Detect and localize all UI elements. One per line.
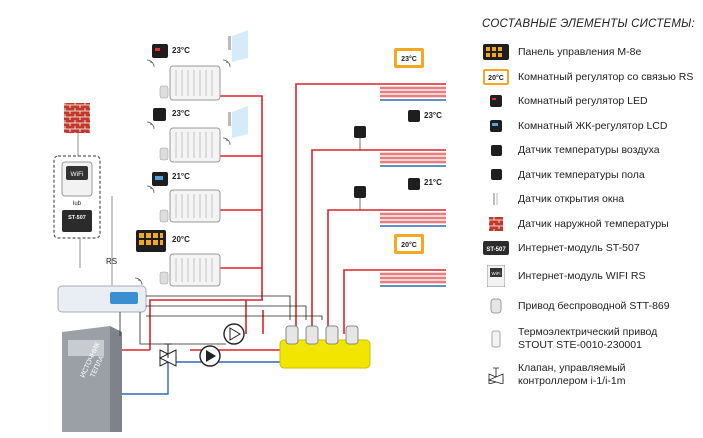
legend-label-multiline: Термоэлектрический привод STOUT STE-0010… — [518, 326, 657, 352]
floor-sensor-2 — [354, 186, 366, 198]
legend-label: Датчик температуры пола — [518, 168, 645, 181]
mixing-valve — [158, 343, 178, 367]
legend-item-window-sensor: Датчик открытия окна — [482, 187, 697, 212]
floor-heating-zone-3 — [380, 212, 446, 224]
floor-heating-zone-4 — [380, 272, 446, 284]
outdoor-temperature-sensor — [64, 103, 90, 133]
legend-label-multiline: Клапан, управляемый контроллером i-1/i-1… — [518, 362, 626, 388]
legend-label-line1: Термоэлектрический привод — [518, 325, 658, 338]
control-panel-icon — [482, 44, 510, 61]
legend-item-outdoor-sensor: Датчик наружной температуры — [482, 212, 697, 237]
outdoor-sensor-icon — [482, 216, 510, 231]
heat-source-boiler: ИСТОЧНИК ТЕПЛА — [62, 326, 122, 432]
legend-label: Интернет-модуль WIFI RS — [518, 270, 646, 282]
floor-4-temp: 20°C — [401, 241, 417, 249]
legend-item-st507: ST-507 Интернет-модуль ST-507 — [482, 236, 697, 261]
wifi-module-text: WiFi — [71, 171, 84, 178]
legend-label: Датчик температуры воздуха — [518, 144, 660, 157]
room-2-temp: 23°C — [172, 109, 190, 118]
legend-item-wireless-actuator: Привод беспроводной STT-869 — [482, 292, 697, 321]
legend-label-line2: STOUT STE-0010-230001 — [518, 338, 642, 351]
st507-module-icon: ST-507 — [482, 241, 510, 256]
legend-item-room-regulator-rs: 20°C Комнатный регулятор со связью RS — [482, 65, 697, 90]
radiator-4 — [169, 253, 221, 287]
legend-label: Комнатный ЖК-регулятор LCD — [518, 119, 668, 132]
heating-controller — [57, 285, 147, 313]
thermo-actuator-icon — [482, 330, 510, 348]
modules-or-label: lub — [73, 201, 82, 207]
legend-label: Привод беспроводной STT-869 — [518, 300, 670, 312]
floor-sensor-1 — [354, 126, 366, 138]
legend-label-line2: контроллером i-1/i-1m — [518, 374, 626, 387]
pump-1 — [223, 323, 245, 345]
legend-label: Комнатный регулятор со связью RS — [518, 70, 694, 83]
legend-label: Датчик наружной температуры — [518, 217, 669, 230]
wireless-signals — [134, 59, 231, 286]
legend-label: Датчик открытия окна — [518, 193, 625, 206]
rs-regulator-floor-2 — [394, 234, 424, 254]
room-1-temp: 23°C — [172, 46, 190, 55]
air-sensor-room-2 — [153, 108, 166, 121]
return-pipes — [122, 99, 446, 395]
rs-label: RS — [106, 257, 117, 266]
legend-item-floor-sensor: Датчик температуры пола — [482, 163, 697, 188]
legend-label: Комнатный регулятор LED — [518, 95, 648, 108]
svg-text:20°C: 20°C — [488, 74, 504, 82]
air-sensor-floor-2 — [408, 178, 420, 190]
legend-item-air-sensor: Датчик температуры воздуха — [482, 138, 697, 163]
floor-heating-zone-1 — [380, 86, 446, 98]
legend-label: Интернет-модуль ST-507 — [518, 242, 640, 255]
lcd-regulator-icon — [482, 119, 510, 132]
lcd-regulator-room-3 — [152, 172, 168, 186]
legend-label-line1: Клапан, управляемый — [518, 361, 626, 374]
wireless-actuator-icon — [482, 298, 510, 314]
st507-module-text: ST-507 — [68, 215, 86, 221]
window-sensor-icon — [482, 193, 510, 206]
air-sensor-floor-1 — [408, 110, 420, 122]
legend-label: Панель управления M-8e — [518, 46, 642, 59]
led-regulator-room-1 — [152, 44, 168, 58]
wireless-actuators — [159, 85, 169, 285]
floor-heating-manifold — [279, 325, 371, 369]
control-panel-room-4 — [136, 230, 166, 252]
svg-text:WiFi: WiFi — [492, 271, 501, 276]
legend-item-thermo-actuator: Термоэлектрический привод STOUT STE-0010… — [482, 321, 697, 357]
system-components-legend: СОСТАВНЫЕ ЭЛЕМЕНТЫ СИСТЕМЫ: Панель управ… — [482, 18, 697, 393]
floor-3-temp: 21°C — [424, 178, 442, 187]
legend-item-led-regulator: Комнатный регулятор LED — [482, 89, 697, 114]
rs-regulator-floor-1 — [394, 48, 424, 68]
led-regulator-icon — [482, 95, 510, 108]
air-sensor-icon — [482, 144, 510, 156]
svg-text:ST-507: ST-507 — [486, 247, 506, 253]
window-sensor-1 — [228, 30, 248, 62]
room-3-temp: 21°C — [172, 172, 190, 181]
floor-sensor-icon — [482, 169, 510, 181]
legend-item-valve: Клапан, управляемый контроллером i-1/i-1… — [482, 357, 697, 393]
floor-heating-zone-2 — [380, 152, 446, 164]
legend-item-lcd-regulator: Комнатный ЖК-регулятор LCD — [482, 114, 697, 139]
wifi-module-icon: WiFi — [482, 265, 510, 287]
legend-item-wifi-module: WiFi Интернет-модуль WIFI RS — [482, 261, 697, 292]
legend-title: СОСТАВНЫЕ ЭЛЕМЕНТЫ СИСТЕМЫ: — [482, 18, 695, 30]
floor-1-temp: 23°C — [401, 55, 417, 63]
window-sensor-2 — [228, 106, 248, 138]
radiator-2 — [169, 127, 221, 163]
control-wires — [119, 295, 323, 345]
room-4-temp: 20°C — [172, 235, 190, 244]
room-regulator-rs-icon: 20°C — [482, 68, 510, 85]
valve-icon — [482, 366, 510, 384]
radiator-1 — [169, 65, 221, 101]
supply-pipes — [122, 83, 446, 351]
floor-2-temp: 23°C — [424, 111, 442, 120]
pump-2 — [199, 345, 221, 367]
heating-system-diagram: WiFi lub ST-507 RS ИСТОЧНИК ТЕПЛА — [53, 30, 446, 432]
internet-modules-group: WiFi lub ST-507 — [53, 155, 101, 239]
legend-item-control-panel: Панель управления M-8e — [482, 40, 697, 65]
radiator-3 — [169, 189, 221, 223]
